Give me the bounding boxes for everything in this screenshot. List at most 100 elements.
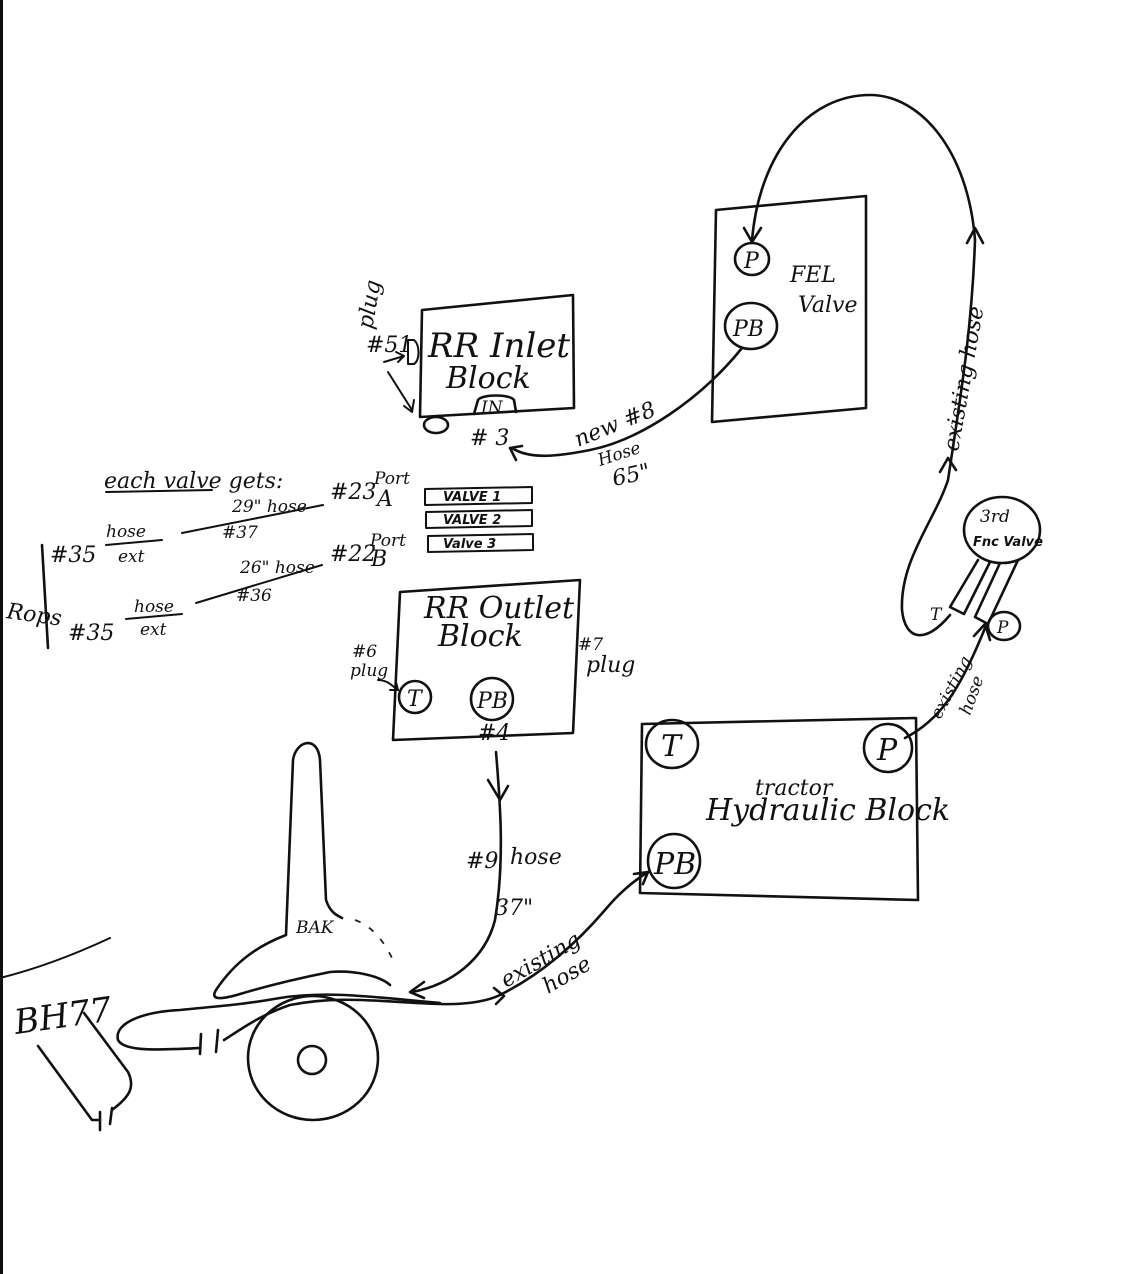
third-valve-title-1: 3rd [980,507,1010,527]
rr-inlet-plug-fitting: #51 [366,333,412,358]
rr-outlet-port-t-circle [397,679,433,715]
third-valve-port-t-tube [948,558,992,616]
tractor-hydraulic-block: T P PB tractor Hydraulic Block [638,716,950,902]
fel-valve-title-2: Valve [798,293,857,318]
arrow-up-right-hose [965,226,985,245]
tractor-port-t-circle [644,718,700,770]
row-b-length: 26" hose [239,558,315,578]
arrow-third-valve-p [972,622,992,642]
third-valve-port-p-circle [986,610,1022,642]
rr-outlet-block: RR Outlet Block T PB #4 #6 plug #7 plug [350,578,635,746]
rr-inlet-title-2: Block [445,361,531,396]
rr-inlet-in-label: IN [480,398,504,418]
row-a-hose-num: hose [106,522,146,542]
backhoe-coupler [98,1106,114,1132]
rr-inlet-bottom-plug [422,415,450,435]
row-a-port-fitting: #23 [330,480,376,505]
tractor-block-title-1: tractor [755,776,834,801]
row-b-fraction-bar [125,613,183,620]
valve-stack: VALVE 1 VALVE 2 Valve 3 [424,486,534,553]
hose-coupler-1 [198,1032,203,1056]
valve-1-box [424,486,533,506]
tractor-port-t-label: T [661,729,683,764]
rr-outlet-title-1: RR Outlet [423,591,575,626]
rr-outlet-left-plug-fitting: #6 [352,642,377,662]
row-b-hose-no: #36 [236,586,272,606]
hose-coupler-2 [214,1028,220,1054]
third-valve-title-2: Fnc Valve [973,535,1043,550]
row-a-hose-line [181,504,324,534]
rr-inlet-plug-label: plug [353,278,386,331]
existing-hose-right [900,238,977,637]
rear-wheel-hub [296,1044,328,1076]
tractor-block-box [638,716,920,902]
rr-outlet-right-plug-fitting: #7 [578,635,603,655]
rr-outlet-right-plug-label: plug [586,653,635,678]
hose-9-word: hose [510,845,562,870]
valve-3-label: Valve 3 [443,537,496,552]
tractor-rear-sketch: BAK BH77 [0,741,502,1132]
rr-inlet-block: RR Inlet Block IN # 3 plug #51 [353,278,576,451]
rops-bracket [40,543,50,650]
row-b-port-fitting: #22 [330,542,376,567]
fel-valve-box [710,194,868,424]
tank-supply-hose [222,993,502,1042]
fel-valve-title-1: FEL [789,263,836,288]
fel-port-pb-label: PB [732,317,764,342]
row-b-port-letter: B [370,547,387,572]
existing-hose-right-label: existing hose [939,304,989,453]
valve-3-box [427,533,534,553]
arrow-into-tank [408,980,426,1000]
row-b-hose-line [195,564,323,604]
row-a-hose-no: #37 [222,523,258,543]
tank-outline [213,741,392,1000]
rr-inlet-in-port [472,394,518,416]
arrow-to-outlet-t [377,679,399,691]
arrow-tractor-pb [632,870,650,886]
arrow-down-hose-9 [486,778,510,802]
rr-outlet-port-t-label: T [407,687,424,712]
tractor-port-pb-label: PB [653,847,696,882]
row-b-port-word: Port [369,531,406,551]
tank-return-hose [116,993,442,1051]
rr-outlet-pb-fitting: #4 [478,721,510,746]
fel-port-p-label: P [743,249,760,274]
third-valve-body [962,495,1042,565]
third-valve-port-p-tube [973,558,1020,626]
hose-9-length: 37" [495,896,533,921]
rops-label: Rops [4,599,63,632]
tractor-port-pb-circle [646,832,702,890]
third-valve-port-t-label: T [930,605,943,625]
third-function-valve: 3rd Fnc Valve T P [930,495,1043,642]
arrow-to-side-plug [383,351,405,363]
valve-1-label: VALVE 1 [443,490,501,505]
row-a-hose-den: ext [118,547,145,567]
arrow-to-bottom-plug [387,371,415,413]
rr-outlet-port-pb-circle [469,676,515,722]
fel-port-pb-circle [723,301,779,351]
notes-heading-underline [105,489,213,493]
arrow-inlet-in [508,444,524,462]
arrow-up-existing-hose [938,456,958,474]
valve-2-label: VALVE 2 [443,513,501,528]
row-b-hose-den: ext [140,620,167,640]
hose-9-number: #9 [466,849,498,874]
tank-dashed-edge [354,919,396,966]
rr-outlet-title-2: Block [437,619,523,654]
valve-2-box [425,509,533,529]
fittings-notes: each valve gets: Rops #35 hose ext 29" h… [4,469,410,650]
rr-inlet-side-plug [407,339,420,365]
new-hose-fel-pb-to-inlet [510,346,744,458]
hose-loop-to-fel-p [750,93,977,242]
rr-inlet-in-fitting: # 3 [470,426,509,451]
hose-9-outlet-to-tank [410,750,503,994]
backhoe-arm [36,1011,133,1122]
tractor-block-title-2: Hydraulic Block [705,793,950,828]
rr-inlet-title-1: RR Inlet [427,326,570,366]
tank-label: BAK [295,918,335,938]
third-valve-port-p-label: P [996,618,1009,638]
row-a-fraction-bar [105,539,163,546]
rr-outlet-left-plug-label: plug [350,661,388,681]
